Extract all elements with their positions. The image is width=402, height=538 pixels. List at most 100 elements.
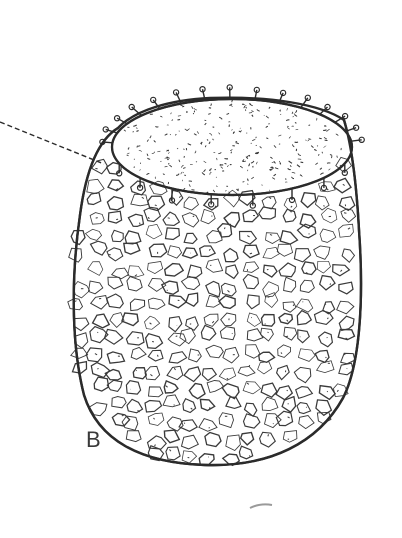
disk-squiggle — [323, 145, 327, 148]
texture-cell — [93, 376, 110, 392]
texture-cell — [179, 327, 196, 345]
texture-cell — [201, 367, 218, 382]
texture-cell — [121, 415, 139, 431]
texture-cell — [225, 264, 239, 280]
texture-cell — [315, 399, 333, 417]
texture-fleck — [157, 354, 159, 357]
texture-cell — [282, 301, 297, 313]
texture-cell — [338, 281, 354, 295]
texture-cell — [104, 368, 123, 381]
texture-cell — [72, 281, 91, 299]
disk-squiggle — [136, 130, 139, 132]
spore-body-outline-top — [72, 119, 363, 467]
texture-cell — [278, 262, 297, 278]
disk-squiggle — [246, 183, 249, 185]
disk-squiggle — [274, 167, 279, 170]
texture-fleck — [329, 283, 332, 286]
disk-squiggle — [322, 129, 327, 132]
texture-cell — [143, 206, 162, 223]
texture-cell — [246, 328, 264, 342]
texture-cell — [338, 223, 354, 238]
disk-squiggle — [289, 165, 292, 168]
texture-fleck — [154, 444, 156, 447]
disk-squiggle — [208, 112, 211, 115]
texture-fleck — [326, 390, 329, 393]
texture-cell — [89, 294, 109, 310]
texture-fleck — [326, 317, 329, 320]
texture-fleck — [231, 332, 233, 335]
disk-squiggle — [183, 148, 185, 151]
disk-squiggle — [194, 150, 197, 154]
texture-cell — [132, 367, 148, 380]
disk-squiggle — [171, 119, 174, 121]
texture-cell — [183, 366, 202, 383]
texture-cell — [204, 431, 222, 448]
disk-squiggle — [135, 127, 138, 129]
disk-squiggle — [319, 167, 323, 170]
texture-cell — [246, 294, 260, 310]
texture-fleck — [267, 434, 269, 437]
texture-cell — [260, 327, 274, 342]
texture-fleck — [305, 406, 308, 408]
texture-fleck — [74, 300, 77, 302]
texture-fleck — [121, 414, 124, 417]
texture-cell — [68, 247, 83, 263]
disk-squiggle — [154, 176, 156, 179]
rim-spine — [226, 84, 233, 100]
texture-cell — [278, 312, 294, 325]
texture-cell — [109, 312, 125, 328]
disk-squiggle — [278, 143, 281, 145]
disk-squiggle — [209, 132, 213, 136]
disk-squiggle — [241, 159, 245, 162]
texture-cell — [186, 264, 203, 279]
texture-fleck — [192, 215, 195, 218]
texture-cell — [163, 379, 179, 394]
texture-cell — [183, 232, 198, 245]
disk-squiggle — [218, 132, 221, 135]
texture-cell — [124, 230, 142, 245]
disk-squiggle — [180, 164, 184, 168]
disk-squiggle — [216, 157, 218, 161]
disk-squiggle — [157, 150, 161, 153]
texture-fleck — [342, 183, 345, 186]
texture-cell — [262, 281, 280, 298]
disk-squiggle — [133, 124, 137, 127]
disk-squiggle — [126, 154, 129, 157]
texture-cell — [180, 434, 199, 450]
disk-squiggle — [313, 149, 317, 152]
texture-cell — [338, 362, 354, 376]
texture-fleck — [292, 304, 295, 307]
disk-squiggle — [287, 167, 291, 171]
texture-cell — [106, 195, 125, 211]
texture-cell — [333, 383, 349, 398]
disk-squiggle — [329, 153, 333, 156]
texture-cell — [147, 261, 164, 275]
disk-squiggle — [291, 144, 295, 148]
rim-spine — [199, 85, 206, 101]
texture-cell — [217, 294, 236, 310]
disk-squiggle — [132, 131, 134, 133]
texture-cell — [297, 348, 316, 362]
rim-spine — [115, 163, 123, 177]
texture-cell — [205, 280, 221, 298]
disk-squiggle — [308, 138, 312, 140]
texture-cell — [223, 247, 239, 263]
texture-cell — [188, 382, 206, 400]
texture-fleck — [227, 289, 230, 293]
texture-cell — [275, 385, 294, 401]
disk-squiggle — [208, 141, 211, 145]
disk-squiggle — [245, 106, 248, 109]
texture-cell — [216, 223, 233, 238]
texture-fleck — [226, 377, 229, 380]
texture-cell — [295, 298, 314, 313]
texture-cell — [297, 329, 310, 344]
texture-cell — [298, 415, 315, 430]
disk-squiggle — [336, 155, 338, 158]
disk-squiggle — [153, 140, 156, 143]
texture-fleck — [189, 323, 192, 325]
disk-squiggle — [229, 164, 232, 166]
disk-squiggle — [256, 161, 258, 165]
disk-squiggle — [294, 121, 297, 124]
disk-squiggle — [216, 185, 218, 187]
